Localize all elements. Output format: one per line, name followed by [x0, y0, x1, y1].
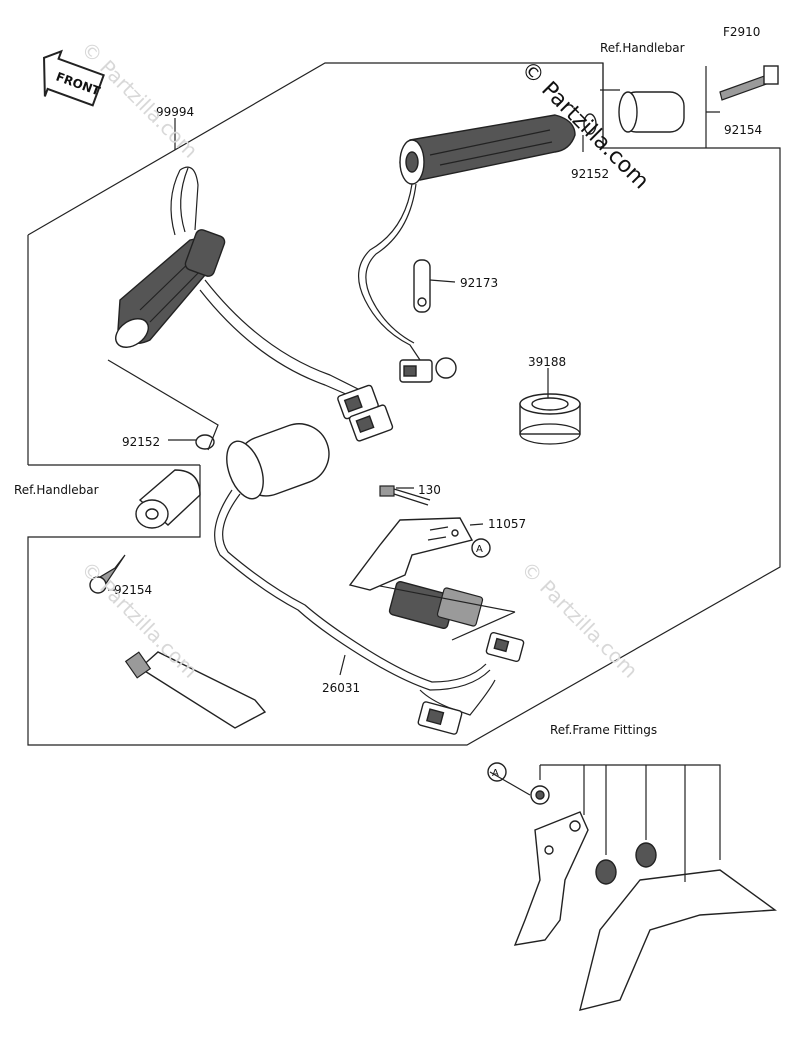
label-ref-frame-fittings: Ref.Frame Fittings: [550, 723, 657, 737]
grommet-39188: [519, 393, 581, 445]
label-99994: 99994: [156, 105, 194, 119]
bolt-92154-left: [89, 554, 126, 594]
left-grip-heater: [115, 166, 361, 399]
marker-a-2: A: [492, 768, 499, 779]
front-arrow-icon: FRONT: [43, 49, 105, 107]
leader-bracket-top: [600, 63, 707, 148]
label-130: 130: [418, 483, 441, 497]
heater-controller: [379, 581, 516, 641]
frame-fittings-outline: [540, 764, 721, 860]
marker-a-circle-2: [487, 762, 507, 782]
label-92154-left: 92154: [114, 583, 152, 597]
bar-end-weight-left: [135, 469, 201, 529]
label-26031: 26031: [322, 681, 360, 695]
marker-a-1: A: [476, 544, 483, 555]
controller-cover: [226, 423, 330, 500]
marker-a-circle-1: [471, 538, 491, 558]
left-grip-connectors: [337, 384, 394, 442]
label-92152-top: 92152: [571, 167, 609, 181]
label-92152-left: 92152: [122, 435, 160, 449]
frame-fittings: [513, 765, 777, 1011]
label-11057: 11057: [488, 517, 526, 531]
right-grip-heater: [358, 114, 576, 361]
bar-end-weight-top: [618, 91, 685, 133]
kit-outline: [27, 62, 781, 746]
label-39188: 39188: [528, 355, 566, 369]
bolt-92154-top: [719, 65, 779, 101]
leader-left-handlebar: [107, 359, 219, 538]
tie-92173: [413, 259, 431, 313]
washer-92152-top: [583, 113, 597, 135]
leader-lines: [108, 111, 720, 796]
label-92154-top: 92154: [724, 123, 762, 137]
watermark-faint-3: © Partzilla.com: [516, 557, 642, 683]
label-ref-handlebar-top: Ref.Handlebar: [600, 41, 685, 55]
label-92173: 92173: [460, 276, 498, 290]
harness-26031: [214, 489, 525, 735]
figure-code: F2910: [723, 25, 760, 39]
grease-tube: [124, 651, 267, 729]
bolt-130: [379, 485, 431, 506]
right-grip-connector: [399, 357, 457, 383]
bracket-11057: [348, 517, 474, 591]
label-ref-handlebar-left: Ref.Handlebar: [14, 483, 99, 497]
